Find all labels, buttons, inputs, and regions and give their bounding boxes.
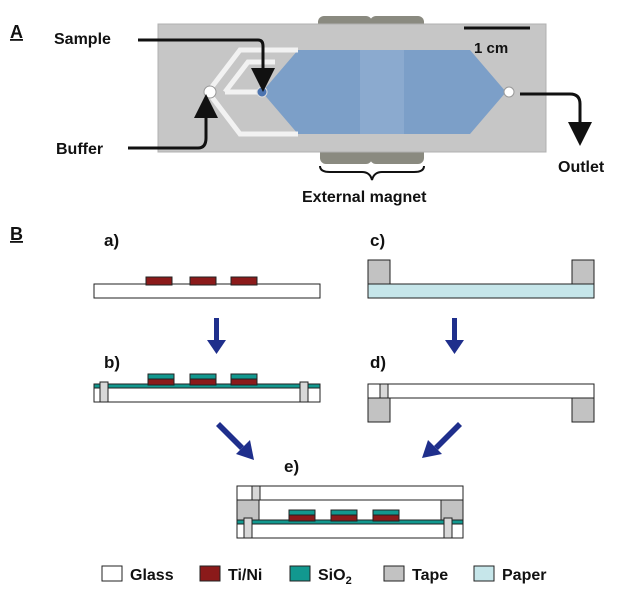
step-d-label: d) [370,353,386,372]
buffer-arrow [128,94,218,150]
legend-swatch-glass [101,565,123,582]
legend-item-paper: Paper [473,565,546,584]
panel-b-label: B [10,224,23,244]
outlet-port [503,86,515,98]
outlet-arrow [520,92,592,146]
separation-chamber [262,50,506,134]
step-e-label: e) [284,457,299,476]
arrow-c-to-d [445,318,464,354]
outlet-label: Outlet [558,159,605,176]
arrow-a-to-b [207,318,226,354]
step-a-diagram [93,276,321,299]
arrow-b-to-e [216,422,254,460]
legend-swatch-tini [199,565,221,582]
legend-swatch-sio2 [289,565,311,582]
step-c-diagram [367,259,595,299]
legend-item-tini: Ti/Ni [199,565,262,584]
panel-a: A 1 cm Sample Buffer [10,16,605,206]
buffer-label: Buffer [56,141,103,158]
sample-inlet [256,86,268,98]
step-d-diagram [367,383,595,423]
legend-label-sio2: SiO2 [318,567,352,587]
legend-label-sio2-main: SiO [318,567,346,584]
legend-item-tape: Tape [383,565,448,584]
process-arrows [207,318,464,460]
panel-a-label: A [10,22,23,42]
step-a-label: a) [104,231,119,250]
step-c-label: c) [370,231,385,250]
panel-b: B a) b) c) [10,224,595,539]
legend-item-sio2: SiO2 [289,565,352,587]
step-b-diagram [93,373,321,403]
step-e-diagram [236,485,464,539]
magnet-label: External magnet [302,189,427,206]
buffer-inlet [203,85,217,99]
legend-swatch-paper [473,565,495,582]
legend-label-paper: Paper [502,567,546,584]
legend-label-glass: Glass [130,567,174,584]
arrow-d-to-e [422,422,462,458]
scale-bar-label: 1 cm [474,40,508,57]
legend-item-glass: Glass [101,565,174,584]
legend-label-sio2-sub: 2 [346,575,352,587]
legend: Glass Ti/Ni SiO2 Tape Paper [101,565,546,587]
magnet-bracket [319,165,425,181]
sample-label: Sample [54,31,111,48]
legend-swatch-tape [383,565,405,582]
sample-arrow [138,38,275,92]
legend-label-tape: Tape [412,567,448,584]
legend-label-tini: Ti/Ni [228,567,262,584]
step-b-label: b) [104,353,120,372]
